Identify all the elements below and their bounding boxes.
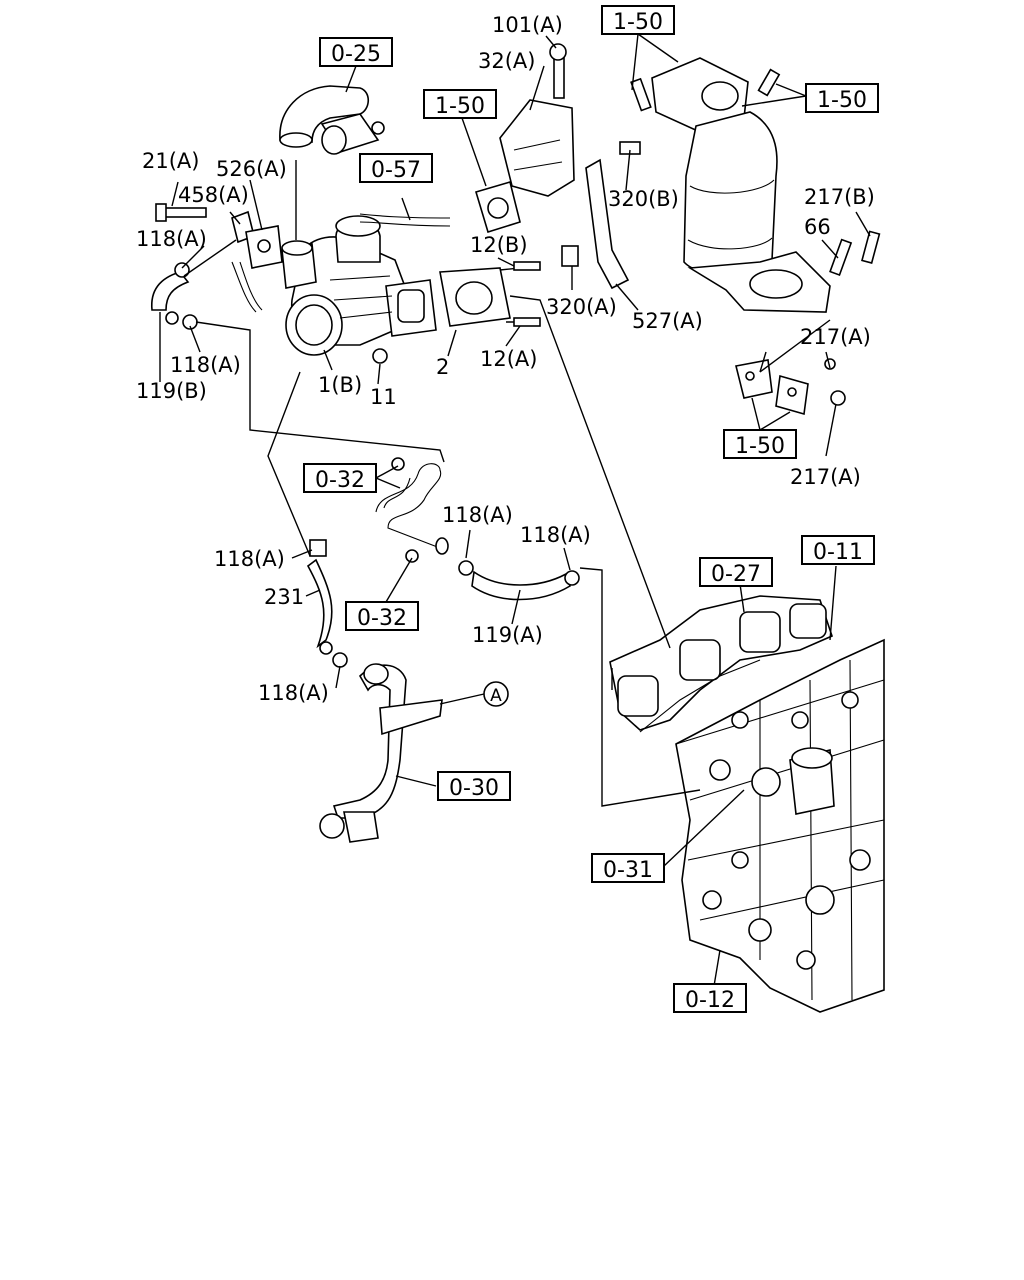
oil-return-pipe: [375, 457, 449, 563]
callout-32a: 32(A): [478, 49, 535, 73]
ref-box-0-57: 0-57: [359, 153, 433, 183]
ref-label: 0-11: [813, 540, 863, 565]
hose-119b: [151, 262, 198, 330]
callout-118a: 118(A): [214, 547, 285, 571]
engine-block: [675, 638, 885, 1013]
callout-66: 66: [804, 215, 831, 239]
converter-bracket: [561, 141, 641, 290]
callout-11: 11: [370, 385, 397, 409]
connection-marker-a: A: [483, 681, 509, 707]
ref-box-0-30: 0-30: [437, 771, 511, 801]
ref-box-1-50-bottom: 1-50: [723, 429, 797, 459]
callout-320a: 320(A): [546, 295, 617, 319]
ref-label: 1-50: [817, 88, 867, 113]
callout-527a: 527(A): [632, 309, 703, 333]
ref-label: 0-27: [711, 562, 761, 587]
ref-label: 0-25: [331, 42, 381, 67]
ref-box-1-50-top: 1-50: [601, 5, 675, 35]
ref-label: 0-31: [603, 858, 653, 883]
marker-label: A: [490, 686, 502, 706]
callout-119b: 119(B): [136, 379, 207, 403]
callout-217b: 217(B): [804, 185, 875, 209]
callout-118a: 118(A): [170, 353, 241, 377]
hose-231: [306, 539, 333, 655]
callout-2: 2: [436, 355, 449, 379]
callout-101a: 101(A): [492, 13, 563, 37]
callout-12b: 12(B): [470, 233, 528, 257]
ref-label: 0-57: [371, 158, 421, 183]
ref-label: 0-12: [685, 988, 735, 1013]
water-pipe: [319, 652, 443, 843]
ref-label: 1-50: [735, 434, 785, 459]
converter-lower-bracket: [735, 358, 846, 416]
callout-118a: 118(A): [136, 227, 207, 251]
ref-box-0-32-bottom: 0-32: [345, 601, 419, 631]
callout-1b: 1(B): [318, 373, 362, 397]
air-inlet-pipe: [279, 85, 385, 155]
callout-320b: 320(B): [608, 187, 679, 211]
ref-label: 1-50: [435, 94, 485, 119]
oil-feed-pipe: [359, 213, 451, 227]
ref-label: 0-32: [315, 468, 365, 493]
ref-label: 0-32: [357, 606, 407, 631]
turbo-gasket: [439, 261, 541, 327]
callout-119a: 119(A): [472, 623, 543, 647]
callout-458a: 458(A): [178, 183, 249, 207]
ref-box-1-50-right: 1-50: [805, 83, 879, 113]
callout-118a: 118(A): [442, 503, 513, 527]
callout-12a: 12(A): [480, 347, 537, 371]
ref-box-0-11: 0-11: [801, 535, 875, 565]
turbocharger: [281, 215, 437, 364]
ref-box-1-50-left: 1-50: [423, 89, 497, 119]
ref-box-0-32-top: 0-32: [303, 463, 377, 493]
catalytic-converter: [630, 57, 881, 313]
ref-label: 1-50: [613, 10, 663, 35]
ref-box-0-12: 0-12: [673, 983, 747, 1013]
callout-21a: 21(A): [142, 149, 199, 173]
callout-526a: 526(A): [216, 157, 287, 181]
ref-box-0-27: 0-27: [699, 557, 773, 587]
callout-217a: 217(A): [800, 325, 871, 349]
hose-119a: [458, 560, 580, 601]
ref-box-0-31: 0-31: [591, 853, 665, 883]
callout-231: 231: [264, 585, 304, 609]
ref-label: 0-30: [449, 776, 499, 801]
ref-box-0-25: 0-25: [319, 37, 393, 67]
exhaust-manifold: [609, 595, 833, 733]
eyebolt-assembly: [155, 203, 283, 313]
leader-lines: [159, 33, 871, 987]
callout-118a: 118(A): [520, 523, 591, 547]
callout-118a: 118(A): [258, 681, 329, 705]
heat-shield: [475, 43, 575, 234]
callout-217a: 217(A): [790, 465, 861, 489]
